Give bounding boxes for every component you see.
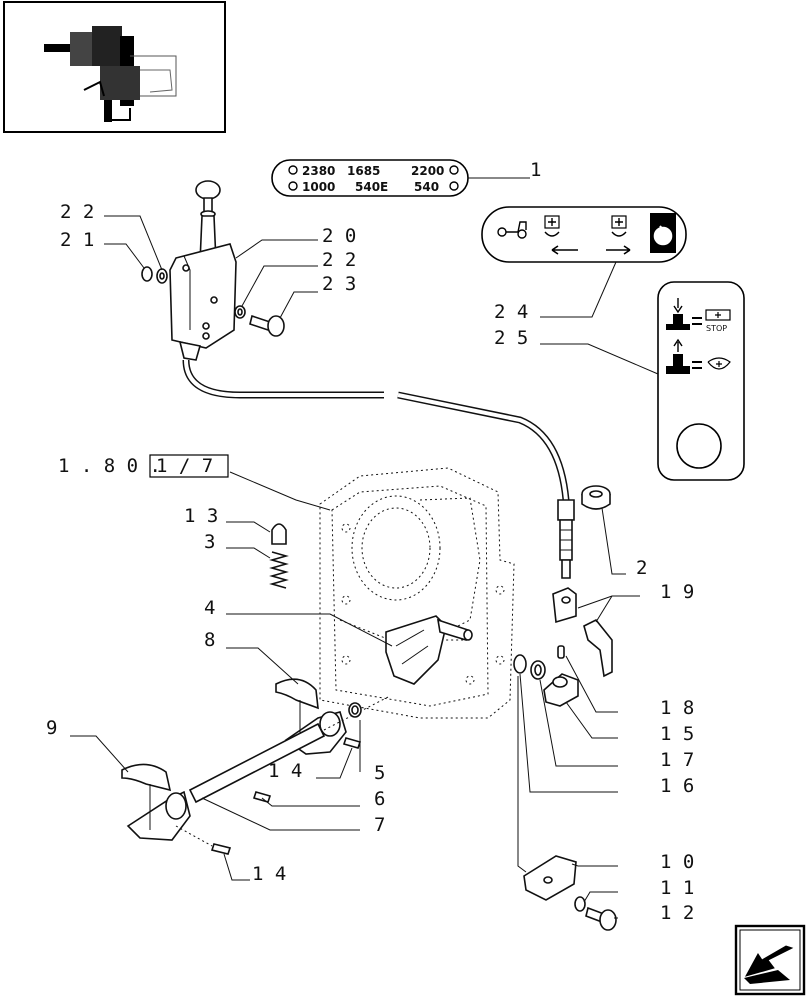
- spring-3: [269, 551, 289, 589]
- washer-5: [348, 702, 362, 718]
- next-page-button[interactable]: [734, 924, 806, 996]
- bracket-10: [523, 855, 577, 901]
- callout-20: 2 0: [322, 225, 356, 247]
- callout-14-upper: 1 4: [268, 760, 302, 782]
- washer-17: [530, 660, 546, 680]
- callout-9: 9: [46, 717, 57, 739]
- callout-19: 1 9: [660, 581, 694, 603]
- callout-14-lower: 1 4: [252, 863, 286, 885]
- decal-value-1685: 1685: [347, 164, 380, 178]
- reference-prefix: 1 . 8 0 .: [58, 455, 161, 477]
- callout-10: 1 0: [660, 851, 694, 873]
- washer-11: [574, 896, 586, 912]
- decal-pto-direction: [481, 206, 687, 263]
- shift-rod-7: [188, 695, 391, 804]
- decal-value-2200: 2200: [411, 164, 444, 178]
- control-lever-assembly: [169, 180, 237, 361]
- pin-18: [557, 645, 565, 659]
- callout-1: 1: [530, 159, 541, 181]
- washer-21: [141, 266, 153, 282]
- clevis-19: [552, 587, 577, 624]
- callout-15: 1 5: [660, 723, 694, 745]
- transmission-housing: [319, 467, 515, 719]
- callout-18: 1 8: [660, 697, 694, 719]
- washer-22-right: [234, 305, 246, 319]
- stop-label: STOP: [706, 324, 727, 333]
- decal-pto-stop: STOP: [657, 281, 745, 481]
- arrow-down-left-icon: [744, 945, 794, 977]
- pin-6: [252, 791, 272, 803]
- callout-4: 4: [204, 597, 215, 619]
- control-cable: [182, 359, 575, 579]
- callout-7: 7: [374, 814, 385, 836]
- callout-16: 1 6: [660, 775, 694, 797]
- bolt-23: [249, 314, 285, 337]
- leader-lines: [70, 215, 640, 919]
- selector-lever-4: [385, 615, 473, 685]
- locator-thumbnail: [3, 1, 226, 133]
- lever-plate-19: [583, 618, 613, 678]
- reference-boxed: 1 / 7: [156, 455, 213, 477]
- callout-24: 2 4: [494, 301, 528, 323]
- reference-label: 1 . 8 0 . 1 / 7: [58, 454, 229, 478]
- arrow-left-icon: [551, 245, 578, 255]
- detent-13: [271, 523, 287, 545]
- callout-22-right: 2 2: [322, 249, 356, 271]
- callout-13: 1 3: [184, 505, 218, 527]
- decal-speed-selector: 2380 1685 2200 1000 540E 540: [271, 159, 469, 197]
- callout-22-left: 2 2: [60, 201, 94, 223]
- callout-labels: 1 2 3 4 5 6 7 8 9 1 0 1 1 1 2 1 3 1 4 1 …: [46, 159, 694, 924]
- washer-22-left: [156, 268, 168, 284]
- shift-fork-9: [121, 763, 191, 841]
- callout-6: 6: [374, 788, 385, 810]
- lever-15: [543, 673, 579, 707]
- callout-8: 8: [204, 629, 215, 651]
- callout-12: 1 2: [660, 902, 694, 924]
- arrow-right-icon: [606, 245, 631, 255]
- callout-5: 5: [374, 762, 385, 784]
- callout-25: 2 5: [494, 327, 528, 349]
- nut-2: [581, 485, 611, 510]
- decal-value-1000: 1000: [302, 180, 335, 194]
- pin-14-lower: [175, 825, 232, 855]
- callout-23: 2 3: [322, 273, 356, 295]
- decal-value-540: 540: [414, 180, 439, 194]
- callout-11: 1 1: [660, 877, 694, 899]
- callout-2: 2: [636, 557, 647, 579]
- decal-value-540e: 540E: [355, 180, 388, 194]
- callout-3: 3: [204, 531, 215, 553]
- o-ring-16: [513, 654, 527, 674]
- callout-21: 2 1: [60, 229, 94, 251]
- decal-value-2380: 2380: [302, 164, 335, 178]
- bolt-12: [585, 906, 617, 931]
- pin-14-upper: [342, 737, 362, 749]
- callout-17: 1 7: [660, 749, 694, 771]
